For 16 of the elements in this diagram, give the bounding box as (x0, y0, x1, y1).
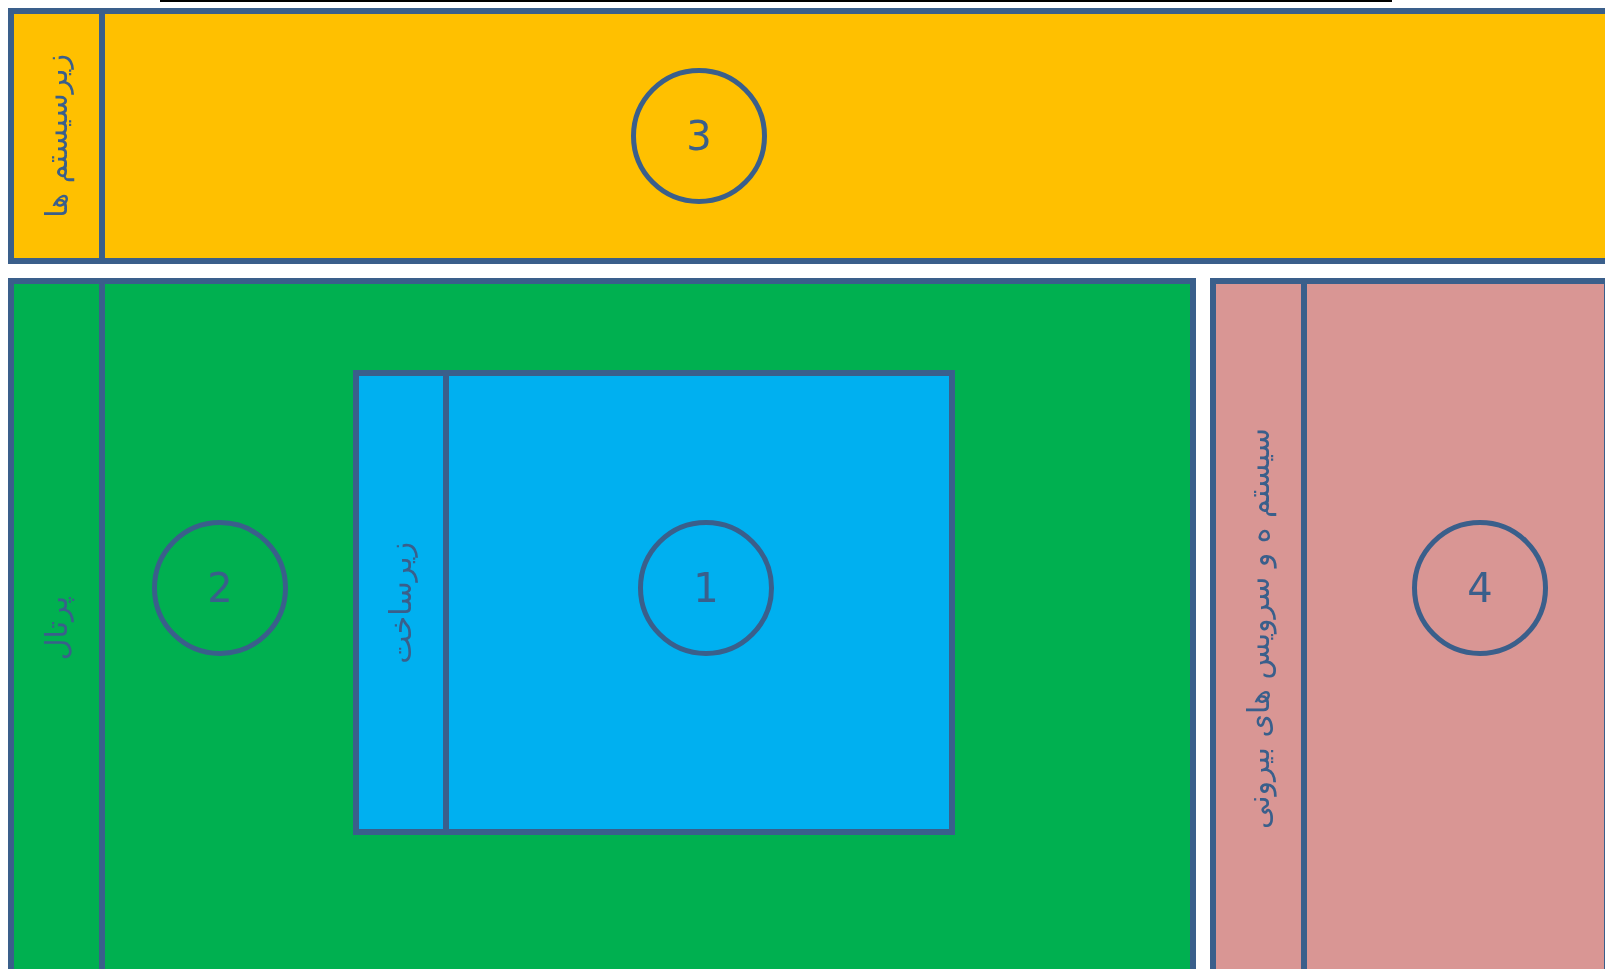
layer-heading: پرتال (38, 595, 75, 661)
layer-panel (8, 8, 1605, 264)
layer-heading: زیرسیستم ها (38, 54, 75, 218)
circle-number: 2 (207, 568, 233, 608)
layer-heading: زیرساخت (383, 541, 419, 664)
circle-number: 1 (693, 568, 719, 608)
number-circle (638, 520, 774, 656)
circle-number: 4 (1467, 568, 1493, 608)
layer-panel (1210, 278, 1605, 969)
layer-panel (353, 370, 955, 835)
number-circle (152, 520, 288, 656)
number-circle (1412, 520, 1548, 656)
layer-panel (8, 278, 1196, 969)
layer-heading: سیستم ه و سرویس های بیرونی (1240, 427, 1277, 829)
circle-number: 3 (686, 116, 712, 156)
number-circle (631, 68, 767, 204)
